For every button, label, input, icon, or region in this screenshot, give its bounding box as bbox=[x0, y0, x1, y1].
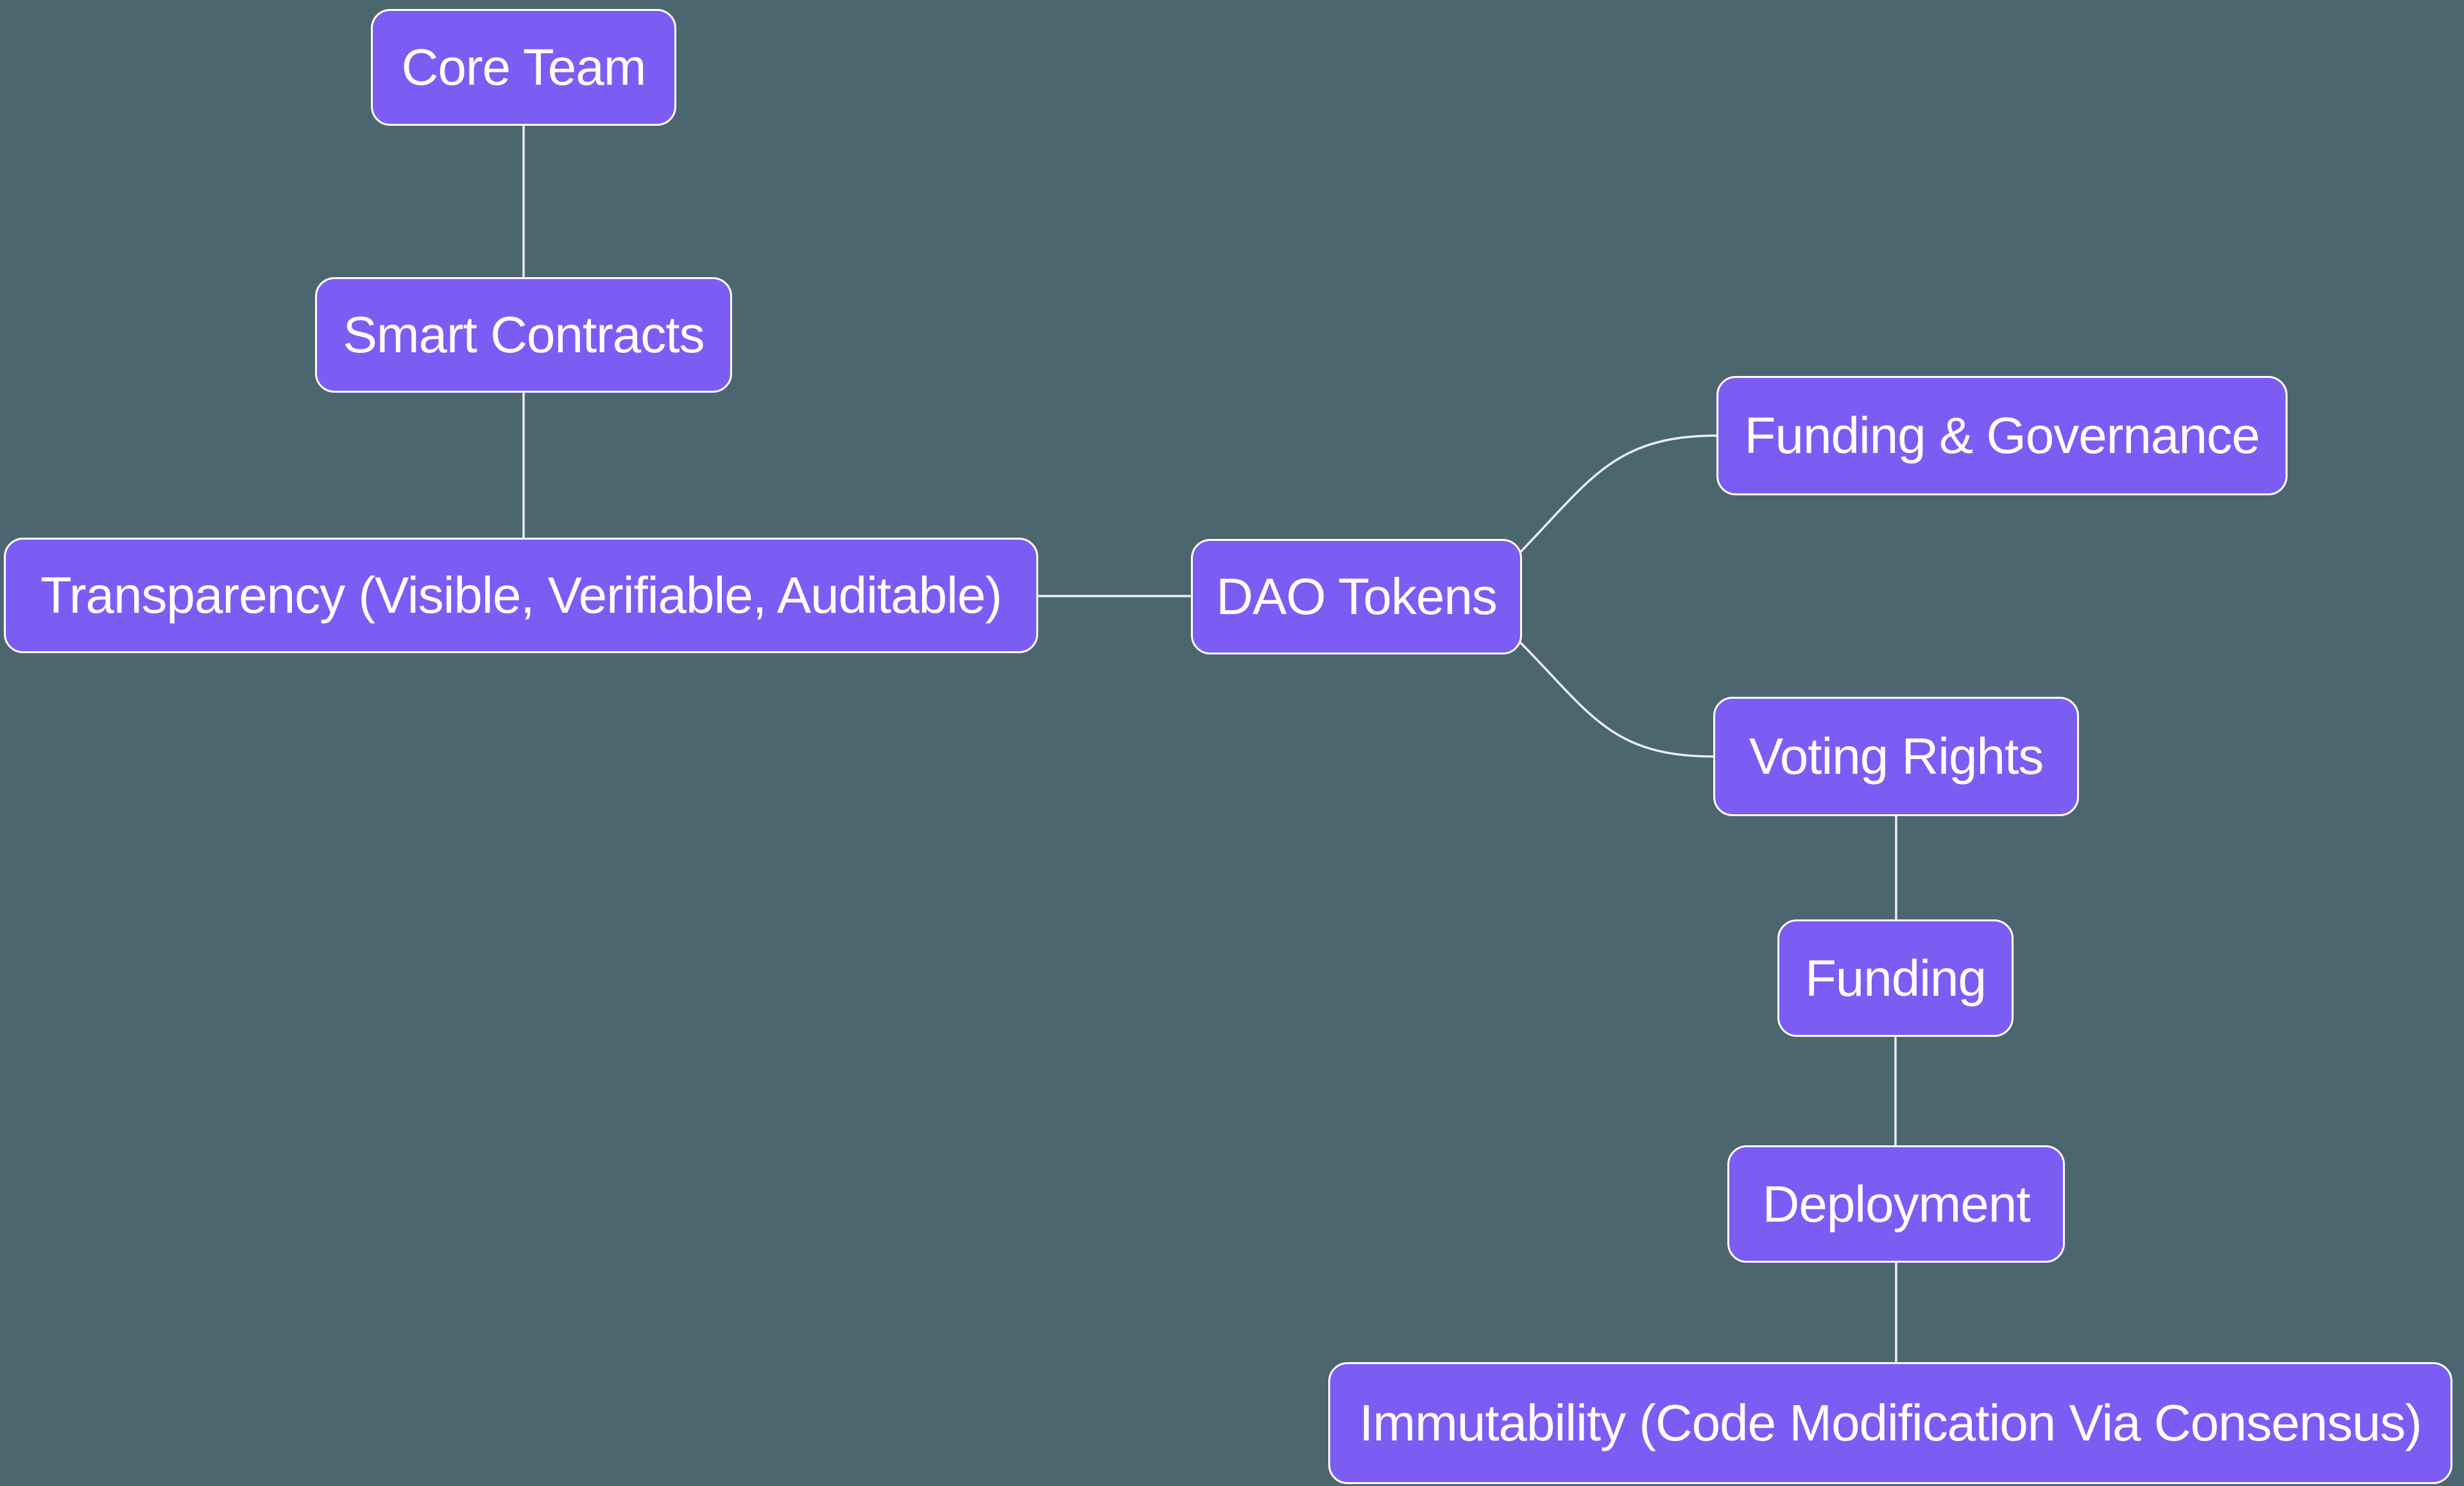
node-immutability[interactable]: Immutability (Code Modification Via Cons… bbox=[1328, 1362, 2452, 1484]
node-core-team[interactable]: Core Team bbox=[371, 9, 676, 126]
node-label: Voting Rights bbox=[1749, 728, 2044, 785]
node-label: Deployment bbox=[1762, 1175, 2031, 1233]
node-smart-contracts[interactable]: Smart Contracts bbox=[315, 277, 732, 393]
node-label: Immutability (Code Modification Via Cons… bbox=[1359, 1394, 2422, 1451]
node-label: Transparency (Visible, Verifiable, Audit… bbox=[40, 567, 1002, 624]
node-voting-rights[interactable]: Voting Rights bbox=[1713, 697, 2079, 816]
node-label: DAO Tokens bbox=[1216, 568, 1498, 625]
node-label: Funding bbox=[1804, 949, 1987, 1007]
node-dao-tokens[interactable]: DAO Tokens bbox=[1191, 539, 1522, 654]
node-label: Funding & Governance bbox=[1744, 407, 2261, 464]
node-funding-governance[interactable]: Funding & Governance bbox=[1716, 376, 2288, 495]
node-label: Core Team bbox=[401, 38, 647, 96]
node-deployment[interactable]: Deployment bbox=[1727, 1145, 2065, 1263]
node-funding[interactable]: Funding bbox=[1777, 919, 2014, 1037]
edge-dao-tokens--voting-rights bbox=[1518, 640, 1715, 758]
edge-dao-tokens--funding-governance bbox=[1518, 434, 1718, 554]
node-transparency[interactable]: Transparency (Visible, Verifiable, Audit… bbox=[4, 538, 1038, 653]
node-label: Smart Contracts bbox=[343, 306, 705, 363]
